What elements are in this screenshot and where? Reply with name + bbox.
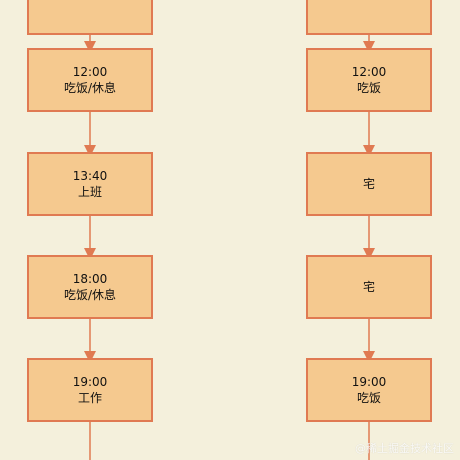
right-node-box-0 [306,0,432,35]
nodes-layer [27,0,432,422]
left-node-box-2 [27,152,153,216]
right-node-box-4 [306,358,432,422]
right-node-box-2 [306,152,432,216]
left-node-box-0 [27,0,153,35]
right-node-box-3 [306,255,432,319]
left-node-box-4 [27,358,153,422]
right-node-box-1 [306,48,432,112]
left-node-box-1 [27,48,153,112]
watermark-text: @稀土掘金技术社区 [355,442,454,455]
edges-layer [84,34,375,460]
left-node-box-3 [27,255,153,319]
